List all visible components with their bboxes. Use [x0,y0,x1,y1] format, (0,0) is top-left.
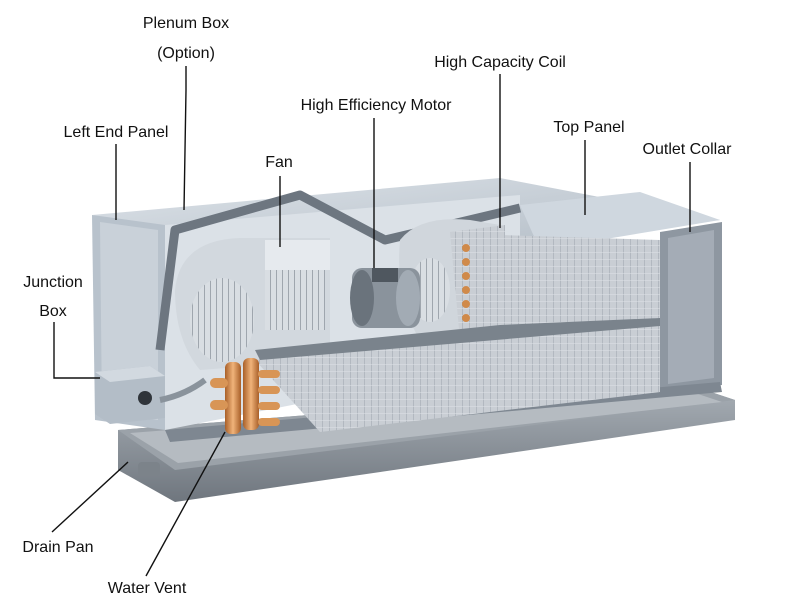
label-left-end-panel: Left End Panel [64,124,169,141]
label-drain-pan: Drain Pan [22,539,93,556]
drain-pan [118,385,735,502]
drain-outlet [138,462,160,476]
label-junction-box-line1: Junction [23,274,83,291]
label-high-efficiency-motor: High Efficiency Motor [301,97,453,114]
leader-water-vent [145,431,226,577]
label-plenum-box-line2: (Option) [157,45,215,62]
label-plenum-box-line1: Plenum Box [143,15,229,32]
label-fan: Fan [265,154,293,171]
label-outlet-collar: Outlet Collar [643,141,733,158]
label-top-panel: Top Panel [553,119,624,136]
copper-headers [210,358,280,434]
fan-left [175,238,330,370]
coil-return-bends [462,244,470,322]
motor [350,268,420,328]
junction-box [95,366,207,424]
coil [255,225,660,432]
top-panel-plate [520,192,720,250]
leader-drain-pan [51,461,129,533]
label-high-capacity-coil: High Capacity Coil [434,54,566,71]
label-water-vent: Water Vent [108,580,187,597]
leader-plenum-box [183,66,187,211]
leader-lines [51,66,691,577]
leader-junction-box [53,322,100,379]
label-junction-box-line2: Box [39,303,67,320]
